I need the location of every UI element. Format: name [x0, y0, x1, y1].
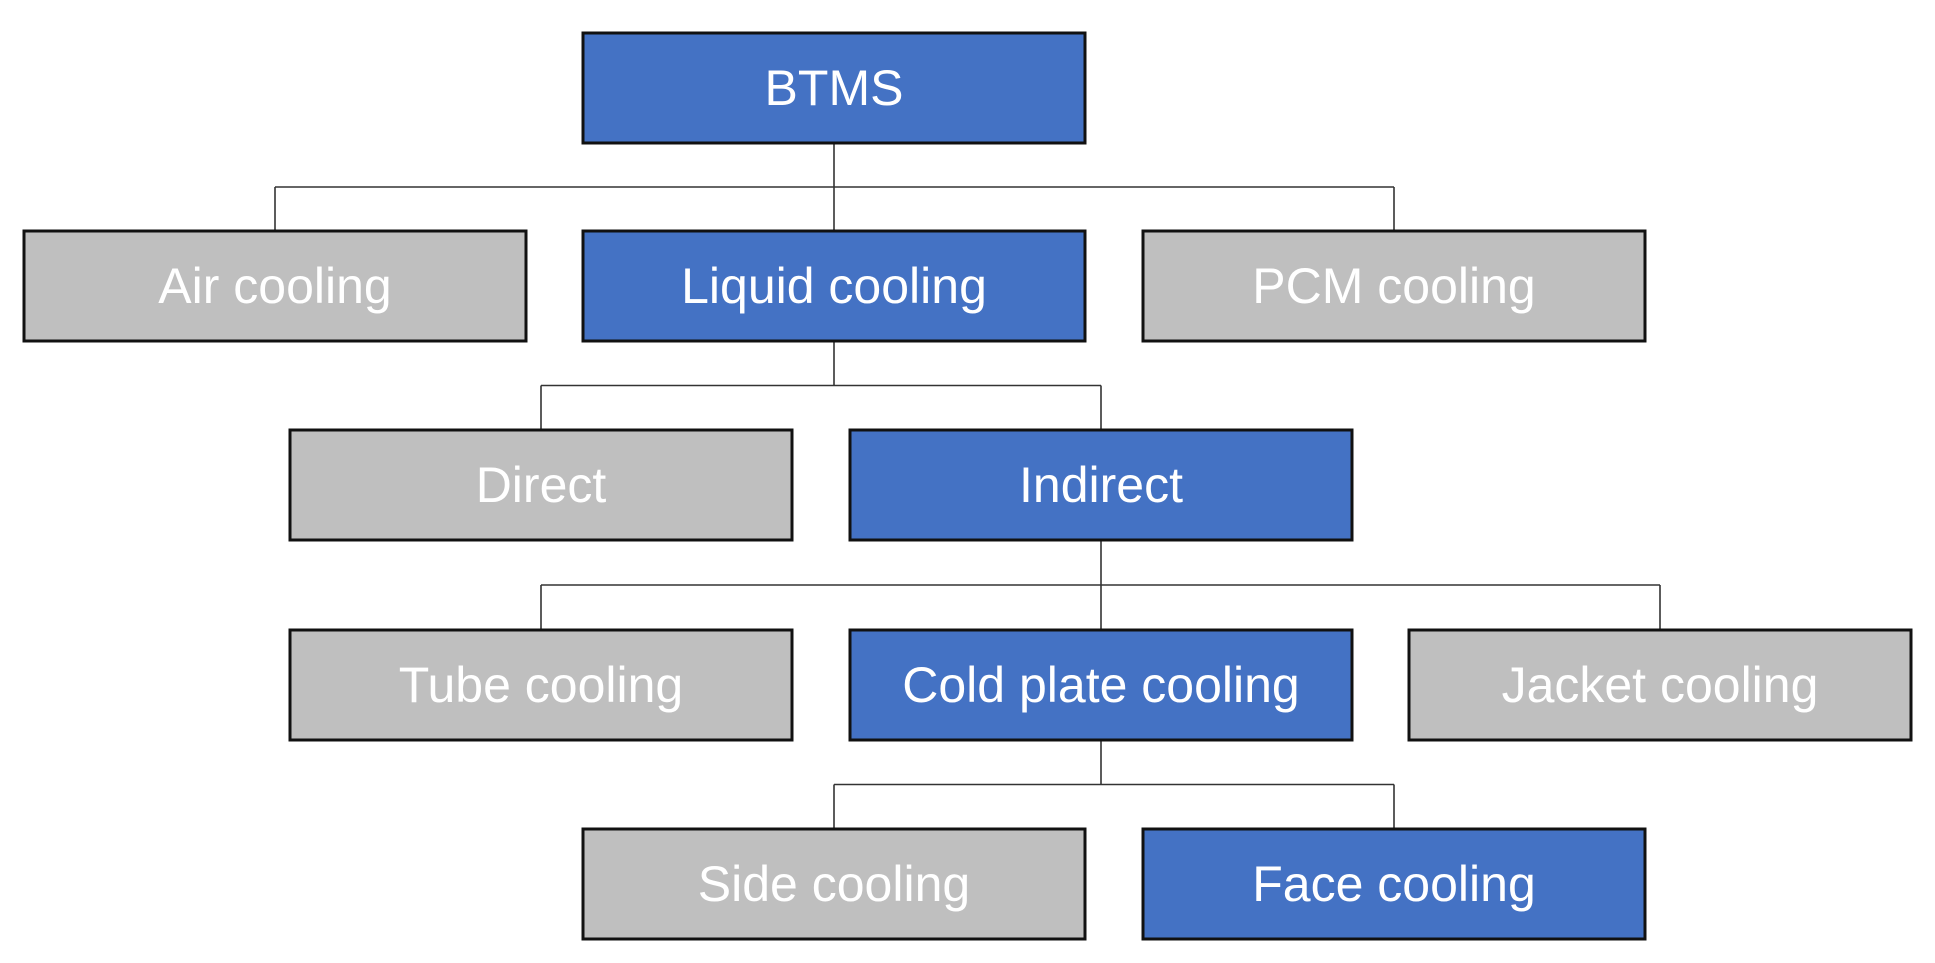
node-pcm-box	[1141, 229, 1647, 343]
node-face: Face cooling	[1141, 827, 1647, 941]
node-jacket-label: Jacket cooling	[1502, 657, 1819, 713]
connectors	[274, 143, 1661, 829]
node-tube-label: Tube cooling	[399, 657, 683, 713]
node-jacket: Jacket cooling	[1407, 628, 1913, 742]
node-indirect-box	[848, 428, 1354, 542]
node-liquid-label: Liquid cooling	[681, 258, 987, 314]
node-face-box	[1141, 827, 1647, 941]
node-coldplate: Cold plate cooling	[848, 628, 1354, 742]
node-btms-label: BTMS	[765, 60, 904, 116]
node-side-label: Side cooling	[698, 856, 970, 912]
node-liquid-box	[581, 229, 1087, 343]
node-pcm-label: PCM cooling	[1252, 258, 1535, 314]
node-coldplate-label: Cold plate cooling	[902, 657, 1300, 713]
node-tube-box	[288, 628, 794, 742]
node-jacket-box	[1407, 628, 1913, 742]
node-btms: BTMS	[581, 31, 1087, 145]
node-indirect-label: Indirect	[1019, 457, 1183, 513]
node-air-box	[22, 229, 528, 343]
node-coldplate-box	[848, 628, 1354, 742]
node-pcm: PCM cooling	[1141, 229, 1647, 343]
node-face-label: Face cooling	[1252, 856, 1536, 912]
node-side: Side cooling	[581, 827, 1087, 941]
node-direct-label: Direct	[476, 457, 607, 513]
node-liquid: Liquid cooling	[581, 229, 1087, 343]
node-tube: Tube cooling	[288, 628, 794, 742]
nodes: BTMS Air cooling Liquid cooling PCM cooling…	[22, 31, 1913, 941]
node-air-label: Air cooling	[158, 258, 391, 314]
node-indirect: Indirect	[848, 428, 1354, 542]
node-direct-box	[288, 428, 794, 542]
node-direct: Direct	[288, 428, 794, 542]
node-air: Air cooling	[22, 229, 528, 343]
node-btms-box	[581, 31, 1087, 145]
node-side-box	[581, 827, 1087, 941]
